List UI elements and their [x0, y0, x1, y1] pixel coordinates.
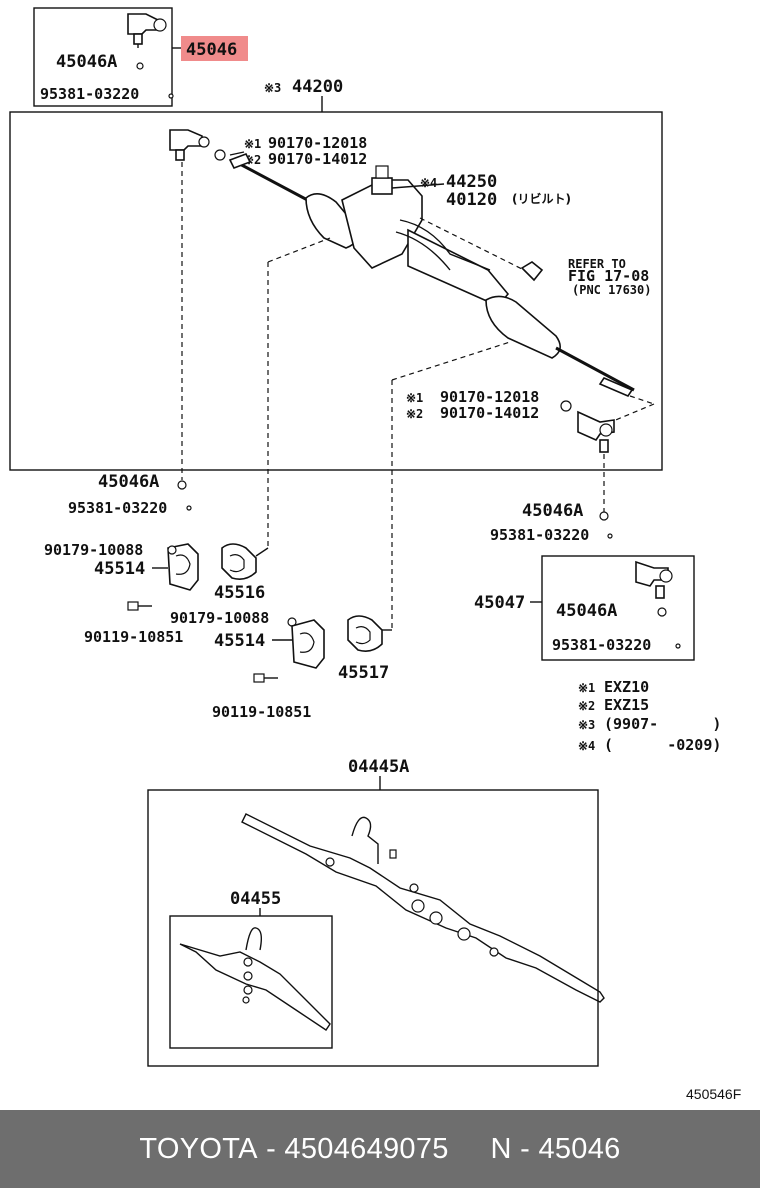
refer-to-line-2[interactable]: FIG 17-08 — [568, 267, 649, 285]
bracket-45514-b-label[interactable]: 45514 — [214, 631, 265, 651]
top-box-95381-label: 95381-03220 — [40, 85, 139, 103]
part-90170-14012-lower[interactable]: 90170-14012 — [440, 404, 539, 422]
nut-icon — [657, 607, 667, 617]
part-90179-10088-a[interactable]: 90179-10088 — [44, 541, 143, 559]
dashed-leader — [391, 341, 511, 381]
bolt-icon-b — [253, 673, 278, 683]
legend-text-2: EXZ15 — [604, 696, 649, 714]
rack-assembly-box — [9, 111, 663, 471]
kit-gasket-outline-icon — [241, 813, 605, 1003]
box47-95381-label[interactable]: 95381-03220 — [552, 636, 651, 654]
tie-rod-end-45047-label[interactable]: 45047 — [474, 593, 525, 613]
highlight-marker — [181, 36, 248, 61]
footer-separator: - — [511, 1132, 539, 1165]
legend-mark-4: ※4 — [578, 739, 595, 753]
refer-to-line-3: (PNC 17630) — [572, 283, 651, 297]
leader-line — [391, 183, 445, 189]
cotter-pin-icon — [675, 643, 681, 649]
sub-kit-box — [169, 915, 333, 1049]
legend-text-3: (9907- ) — [604, 715, 721, 733]
footer-separator: - — [257, 1132, 285, 1165]
cotter-pin-icon — [607, 533, 613, 539]
tie-rod-end-icon-top — [127, 13, 167, 48]
parts-diagram: 45046A 95381-03220 45046 ※3 44200 ※1 901… — [9, 7, 741, 1102]
bushing-45517-label[interactable]: 45517 — [338, 663, 389, 683]
bracket-icon-a — [167, 543, 199, 591]
note-mark-2-right: ※2 — [406, 407, 423, 421]
repair-kit-box — [147, 789, 599, 1067]
gear-housing-44250-label[interactable]: 44250 — [446, 172, 497, 192]
left-45046a-label[interactable]: 45046A — [98, 472, 159, 492]
right-95381-label[interactable]: 95381-03220 — [490, 526, 589, 544]
tie-rod-end-icon-45047 — [635, 560, 673, 599]
steering-rack-icon — [228, 152, 635, 397]
nut-icon — [560, 400, 572, 412]
bracket-icon-b — [291, 619, 325, 669]
cotter-pin-icon — [186, 505, 192, 511]
note-mark-4: ※4 — [420, 176, 437, 190]
nut-icon — [214, 149, 226, 161]
left-95381-label[interactable]: 95381-03220 — [68, 499, 167, 517]
note-mark-3: ※3 — [264, 81, 281, 95]
bolt-90119-10851-b[interactable]: 90119-10851 — [212, 703, 311, 721]
footer-part-number[interactable]: 4504649075 — [284, 1132, 449, 1165]
refer-to-line-1: REFER TO — [568, 257, 626, 271]
footer-n-label: N — [490, 1132, 512, 1165]
bolt-icon-a — [127, 601, 152, 611]
part-90170-12018-upper[interactable]: 90170-12018 — [268, 134, 367, 152]
dashed-leader — [267, 237, 331, 263]
legend-text-1: EXZ10 — [604, 678, 649, 696]
tie-rod-end-box — [33, 7, 173, 107]
kit-04445a-label[interactable]: 04445A — [348, 757, 409, 777]
leader-line — [255, 547, 269, 557]
right-45046a-label[interactable]: 45046A — [522, 501, 583, 521]
kit-04455-label[interactable]: 04455 — [230, 889, 281, 909]
rebuilt-note: (リビルト) — [512, 191, 571, 206]
part-90179-10088-b[interactable]: 90179-10088 — [170, 609, 269, 627]
nut-icon — [599, 511, 609, 521]
tie-rod-end-icon-right — [577, 410, 615, 453]
bushing-icon-45516 — [221, 543, 257, 580]
connector-icon — [520, 261, 544, 282]
box47-45046a-label[interactable]: 45046A — [556, 601, 617, 621]
dashed-leader — [419, 217, 525, 271]
rack-assembly-44200-label[interactable]: 44200 — [292, 77, 343, 97]
rebuilt-rack-40120-label[interactable]: 40120 — [446, 190, 497, 210]
steering-rack-diagram-svg: 45046A 95381-03220 45046 ※3 44200 ※1 901… — [9, 7, 741, 1102]
footer-pnc[interactable]: 45046 — [538, 1132, 621, 1165]
tie-rod-end-45047-box — [541, 555, 695, 661]
footer-gap — [449, 1133, 491, 1166]
figure-code: 450546F — [686, 1086, 741, 1102]
note-mark-1-right: ※1 — [406, 391, 423, 405]
part-info-footer: TOYOTA - 4504649075 N - 45046 — [0, 1110, 760, 1188]
top-box-45046a-label: 45046A — [56, 52, 117, 72]
cotter-pin-icon — [168, 93, 174, 99]
note-mark-2: ※2 — [244, 153, 261, 167]
bushing-icon-45517 — [347, 615, 383, 652]
bracket-45514-a-label[interactable]: 45514 — [94, 559, 145, 579]
nut-icon — [177, 480, 187, 490]
leader-line — [229, 151, 245, 156]
footer-brand: TOYOTA — [139, 1132, 258, 1165]
legend-mark-1: ※1 — [578, 681, 595, 695]
note-mark-1: ※1 — [244, 137, 261, 151]
tie-rod-end-icon-left — [169, 129, 210, 161]
part-90170-14012-upper[interactable]: 90170-14012 — [268, 150, 367, 168]
legend-text-4: ( -0209) — [604, 736, 721, 754]
bolt-90119-10851-a[interactable]: 90119-10851 — [84, 628, 183, 646]
highlighted-part-45046[interactable]: 45046 — [186, 40, 237, 60]
nut-icon — [136, 62, 144, 70]
part-90170-12018-lower[interactable]: 90170-12018 — [440, 388, 539, 406]
legend-mark-2: ※2 — [578, 699, 595, 713]
legend-mark-3: ※3 — [578, 718, 595, 732]
bushing-45516-label[interactable]: 45516 — [214, 583, 265, 603]
dashed-leader — [629, 395, 655, 405]
sub-kit-gasket-icon — [179, 927, 331, 1031]
